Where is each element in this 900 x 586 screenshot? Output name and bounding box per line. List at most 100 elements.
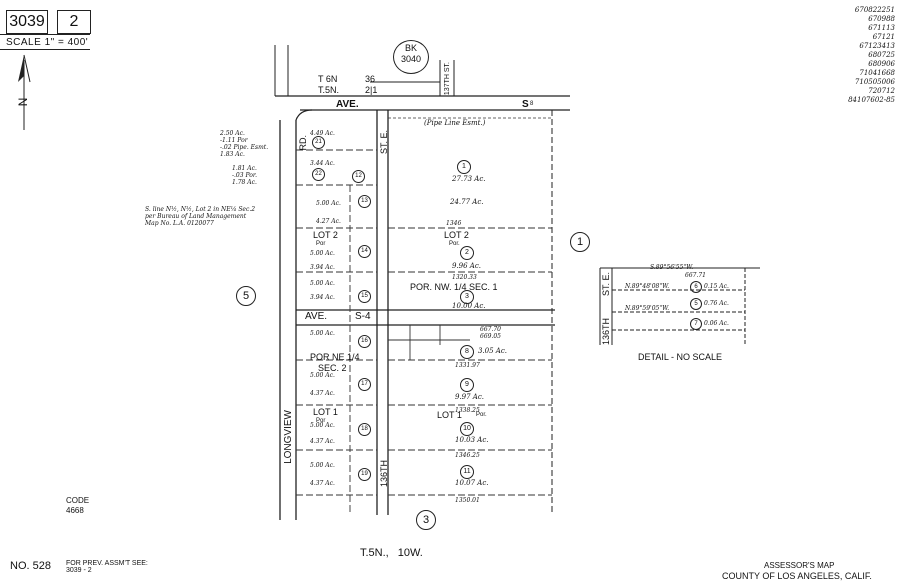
detail-parcel-5-area: 0.76 Ac. — [704, 300, 729, 307]
street-137-line: ST. — [444, 62, 451, 73]
street-137th: 137TH ST. — [444, 62, 451, 95]
longview-label: LONGVIEW — [283, 410, 294, 464]
parcel-11: 11 — [460, 465, 474, 479]
adjacent-book-line: BK — [404, 43, 417, 53]
north-label: N — [15, 97, 30, 107]
prev-assmt: FOR PREV. ASSM'T SEE: 3039 - 2 — [66, 560, 148, 574]
section-36: 36 — [365, 74, 376, 84]
parcel-10: 10 — [460, 422, 474, 436]
bureau-note-line: per Bureau of Land Management — [145, 213, 247, 220]
top-right-notes: 670822251 670988 671113 67121 67123413 6… — [840, 6, 895, 105]
note-line: 71041668 — [859, 69, 895, 77]
north-arrow-icon — [18, 54, 31, 130]
detail-parcel-5: 5 — [690, 298, 702, 310]
note-line: 67123413 — [859, 42, 895, 50]
parcel-12-net: 3.44 Ac. — [310, 160, 335, 167]
township-bottom: T.5N., 10W. — [360, 547, 423, 559]
map-number: NO. 528 — [10, 560, 51, 572]
parcel-18: 18 — [358, 423, 371, 436]
parcel-15: 15 — [358, 290, 371, 303]
detail-bearing-top: S.89°56'55"W. — [650, 264, 694, 271]
parcel-8: 8 — [460, 345, 474, 359]
parcel-2: 2 — [460, 246, 474, 260]
ave-top-label: AVE. — [336, 99, 359, 110]
parcel-2-area: 9.96 Ac. — [452, 262, 482, 270]
parcel-10-area: 10.03 Ac. — [455, 436, 489, 444]
parcel-22: 22 — [312, 168, 325, 181]
parcel-19-net: 4.37 Ac. — [310, 480, 335, 487]
parcel-15-area: 5.00 Ac. — [310, 280, 335, 287]
prev-assmt-line: FOR PREV. ASSM'T SEE: — [66, 560, 148, 567]
detail-parcel-6: 6 — [690, 281, 702, 293]
lot1-left: LOT 1 — [313, 407, 338, 417]
map-code-1: 1 — [570, 232, 590, 252]
note-line: 710505006 — [854, 78, 895, 86]
parcel-17: 17 — [358, 378, 371, 391]
parcel-18-area: 5.00 Ac. — [310, 422, 335, 429]
parcel-8-area: 3.05 Ac. — [478, 347, 508, 355]
parcel-9: 9 — [460, 378, 474, 392]
parcel-17-area: 5.00 Ac. — [310, 372, 335, 379]
dim-669: 669.05 — [480, 333, 501, 340]
map-book-number: 3039 — [6, 10, 48, 34]
scale-box — [0, 34, 90, 50]
dim-1346-25: 1346.25 — [455, 452, 480, 459]
dim-1331: 1331.97 — [455, 362, 480, 369]
prev-assmt-line: 3039 - 2 — [66, 567, 92, 574]
st-136-label: 136TH — [379, 460, 389, 488]
parcel-3-area: 10.00 Ac. — [452, 302, 486, 310]
adjacent-book-line: 3040 — [400, 54, 422, 64]
left-note-a: 2.50 Ac. -1.11 Por -.02 Pipe. Esmt. 1.83… — [220, 130, 269, 158]
map-code-5: 5 — [236, 286, 256, 306]
lot1-right-sub: Por. — [476, 412, 487, 418]
ave-top-code-sub: 8 — [530, 101, 534, 107]
scale-label: SCALE 1" = 400' — [6, 37, 89, 48]
dim-1320: 1320.33 — [452, 274, 477, 281]
adjacent-book-circle: BK 3040 — [393, 40, 429, 74]
sec2-label: SEC. 2 — [318, 363, 347, 373]
parcel-13-area: 5.00 Ac. — [316, 200, 341, 207]
note-line: 67121 — [872, 33, 895, 41]
township-t5n: T.5N. — [318, 85, 340, 95]
lot2-right: LOT 2 — [444, 230, 469, 240]
bureau-note-line: Map No. L.A. 0120077 — [145, 220, 214, 227]
note-line: 680725 — [868, 51, 895, 59]
detail-parcel-6-area: 0.15 Ac. — [704, 283, 729, 290]
note-line: 84107602-85 — [848, 96, 895, 104]
dim-1338: 1338.25 — [455, 407, 480, 414]
dim-1346: 1346 — [446, 220, 462, 227]
por-nw-label: POR. NW. 1/4 SEC. 1 — [410, 282, 498, 292]
parcel-13-net: 4.27 Ac. — [316, 218, 341, 225]
detail-parcel-7: 7 — [690, 318, 702, 330]
pipeline-label: (Pipe Line Esmt.) — [424, 119, 486, 127]
note-line: 680906 — [868, 60, 895, 68]
parcel-11-area: 10.07 Ac. — [455, 479, 489, 487]
detail-dist-top: 667.71 — [685, 272, 706, 279]
township-t6n: T 6N — [318, 74, 338, 84]
left-note-b: 1.81 Ac. -.03 Por. 1.78 Ac. — [232, 165, 257, 186]
parcel-13: 13 — [358, 195, 371, 208]
note-line: 670988 — [868, 15, 895, 23]
parcel-14-net: 3.94 Ac. — [310, 264, 335, 271]
lot2-left-sub: Por — [316, 241, 326, 247]
note-line: 720712 — [868, 87, 895, 95]
rd-label: RD. — [298, 135, 308, 151]
dim-667: 667.70 — [480, 326, 501, 333]
detail-parcel-7-area: 0.06 Ac. — [704, 320, 729, 327]
parcel-1-net: 24.77 Ac. — [450, 198, 484, 206]
map-page-number: 2 — [57, 10, 91, 34]
parcel-16-area: 5.00 Ac. — [310, 330, 335, 337]
detail-street-st-e: ST. E. — [601, 272, 611, 297]
bureau-note-line: S. line N½, N½, Lot 2 in NE¼ Sec.2 — [145, 206, 256, 213]
lot2-right-sub: Por. — [449, 241, 460, 247]
ave-top-code: S — [522, 99, 529, 110]
parcel-19: 19 — [358, 468, 371, 481]
parcel-17-net: 4.37 Ac. — [310, 390, 335, 397]
parcel-16: 16 — [358, 335, 371, 348]
code-label: CODE — [66, 496, 90, 505]
street-137-line: 137TH — [444, 74, 451, 96]
parcel-14: 14 — [358, 245, 371, 258]
parcel-19-area: 5.00 Ac. — [310, 462, 335, 469]
note-line: 671113 — [868, 24, 895, 32]
